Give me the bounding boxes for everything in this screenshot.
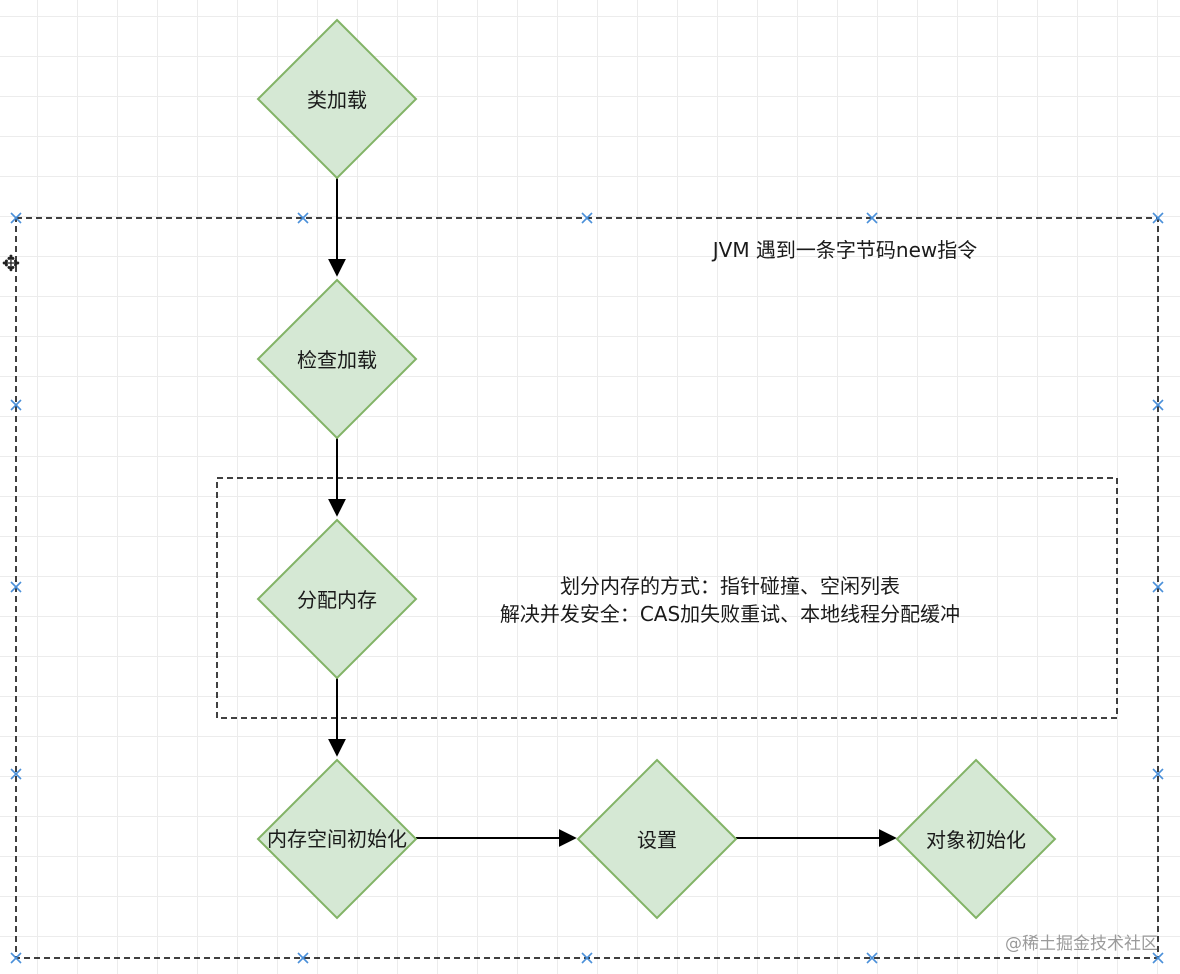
node-class-load[interactable]	[256, 18, 418, 180]
handle-right-2	[1152, 581, 1164, 593]
node-check-load[interactable]	[256, 278, 418, 440]
alloc-group-box[interactable]	[216, 477, 1118, 719]
node-alloc-memory[interactable]	[256, 518, 418, 680]
node-mem-init[interactable]	[256, 758, 418, 920]
label-check-load: 检查加载	[297, 348, 377, 372]
node-obj-init[interactable]	[895, 758, 1057, 920]
handle-top-1	[297, 212, 309, 224]
label-alloc-memory: 分配内存	[297, 588, 377, 612]
selection-handles[interactable]	[10, 212, 1164, 964]
handle-left-2	[10, 581, 22, 593]
handle-top-right	[1152, 212, 1164, 224]
node-setup[interactable]	[576, 758, 738, 920]
handle-right-1	[1152, 399, 1164, 411]
label-setup: 设置	[637, 828, 677, 852]
label-class-load: 类加载	[307, 88, 367, 112]
handle-top-2	[581, 212, 593, 224]
handle-top-left	[10, 212, 22, 224]
handle-bottom-3	[866, 952, 878, 964]
watermark: @稀土掘金技术社区	[1005, 934, 1158, 954]
handle-bottom-right	[1152, 952, 1164, 964]
move-cursor-icon: ✥	[1, 252, 21, 277]
handle-right-3	[1152, 768, 1164, 780]
handle-bottom-left	[10, 952, 22, 964]
handle-bottom-1	[297, 952, 309, 964]
label-mem-init: 内存空间初始化	[267, 827, 407, 851]
handle-left-1	[10, 399, 22, 411]
handle-top-3	[866, 212, 878, 224]
alloc-note-line2: 解决并发安全：CAS加失败重试、本地线程分配缓冲	[499, 602, 961, 626]
outer-group-label: JVM 遇到一条字节码new指令	[712, 238, 978, 262]
handle-bottom-2	[581, 952, 593, 964]
alloc-note-line1: 划分内存的方式：指针碰撞、空闲列表	[560, 574, 900, 598]
handle-left-3	[10, 768, 22, 780]
label-obj-init: 对象初始化	[926, 828, 1026, 852]
